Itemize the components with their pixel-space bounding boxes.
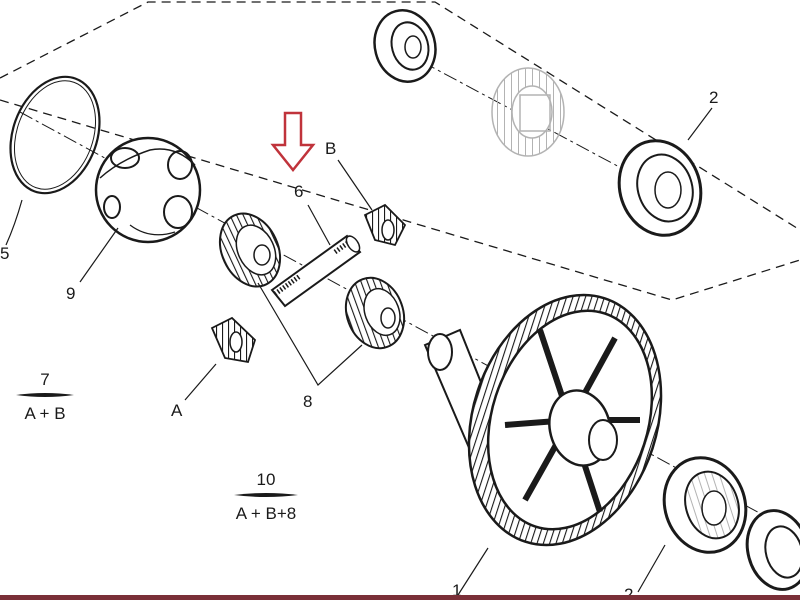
side-gear-left-part-8 <box>218 212 282 288</box>
legend-bar-icon <box>234 493 298 497</box>
pinion-shaft-part-6 <box>270 204 362 308</box>
legend-bar-icon <box>16 393 74 397</box>
side-gear-right-part-8 <box>344 276 406 350</box>
bottom-frame-border <box>0 595 800 600</box>
callout-9: 9 <box>66 284 76 303</box>
legend-kit-number: 10 <box>256 470 276 489</box>
differential-case-part-9 <box>79 136 202 283</box>
oil-seal-bottom <box>745 509 800 591</box>
callout-6: 6 <box>294 182 304 201</box>
pinion-gear-part-a <box>184 316 257 401</box>
legend-kit-10: 10 A + B+8 <box>221 470 311 524</box>
ring-gear-part-1 <box>423 293 663 596</box>
legend-kit-formula: A + B+8 <box>235 504 297 523</box>
o-ring-part-5 <box>5 75 101 246</box>
legend-kit-7: 7 A + B <box>0 370 90 424</box>
assembly-frame-dashed-lower <box>0 99 800 301</box>
legend-kit-number: 7 <box>40 370 50 389</box>
callout-8: 8 <box>303 392 313 411</box>
part-8-leader-bracket <box>257 282 363 386</box>
bearing-part-2-top <box>617 107 713 237</box>
callout-5: 5 <box>0 244 10 263</box>
pinion-gear-part-b <box>337 159 407 247</box>
callout-a: A <box>171 401 183 420</box>
output-gear-ghost <box>491 67 565 157</box>
oil-seal-top <box>373 9 437 83</box>
callout-2-bottom: 2 <box>624 585 634 600</box>
indicator-arrow-icon <box>270 111 316 173</box>
callout-b: B <box>325 139 337 158</box>
callout-1: 1 <box>452 581 462 600</box>
shaft-axis-line <box>19 111 800 536</box>
assembly-frame-dashed <box>0 1 800 231</box>
bearing-part-2-bottom <box>637 456 748 593</box>
callout-2-top: 2 <box>709 88 719 107</box>
legend-kit-formula: A + B <box>24 404 66 423</box>
